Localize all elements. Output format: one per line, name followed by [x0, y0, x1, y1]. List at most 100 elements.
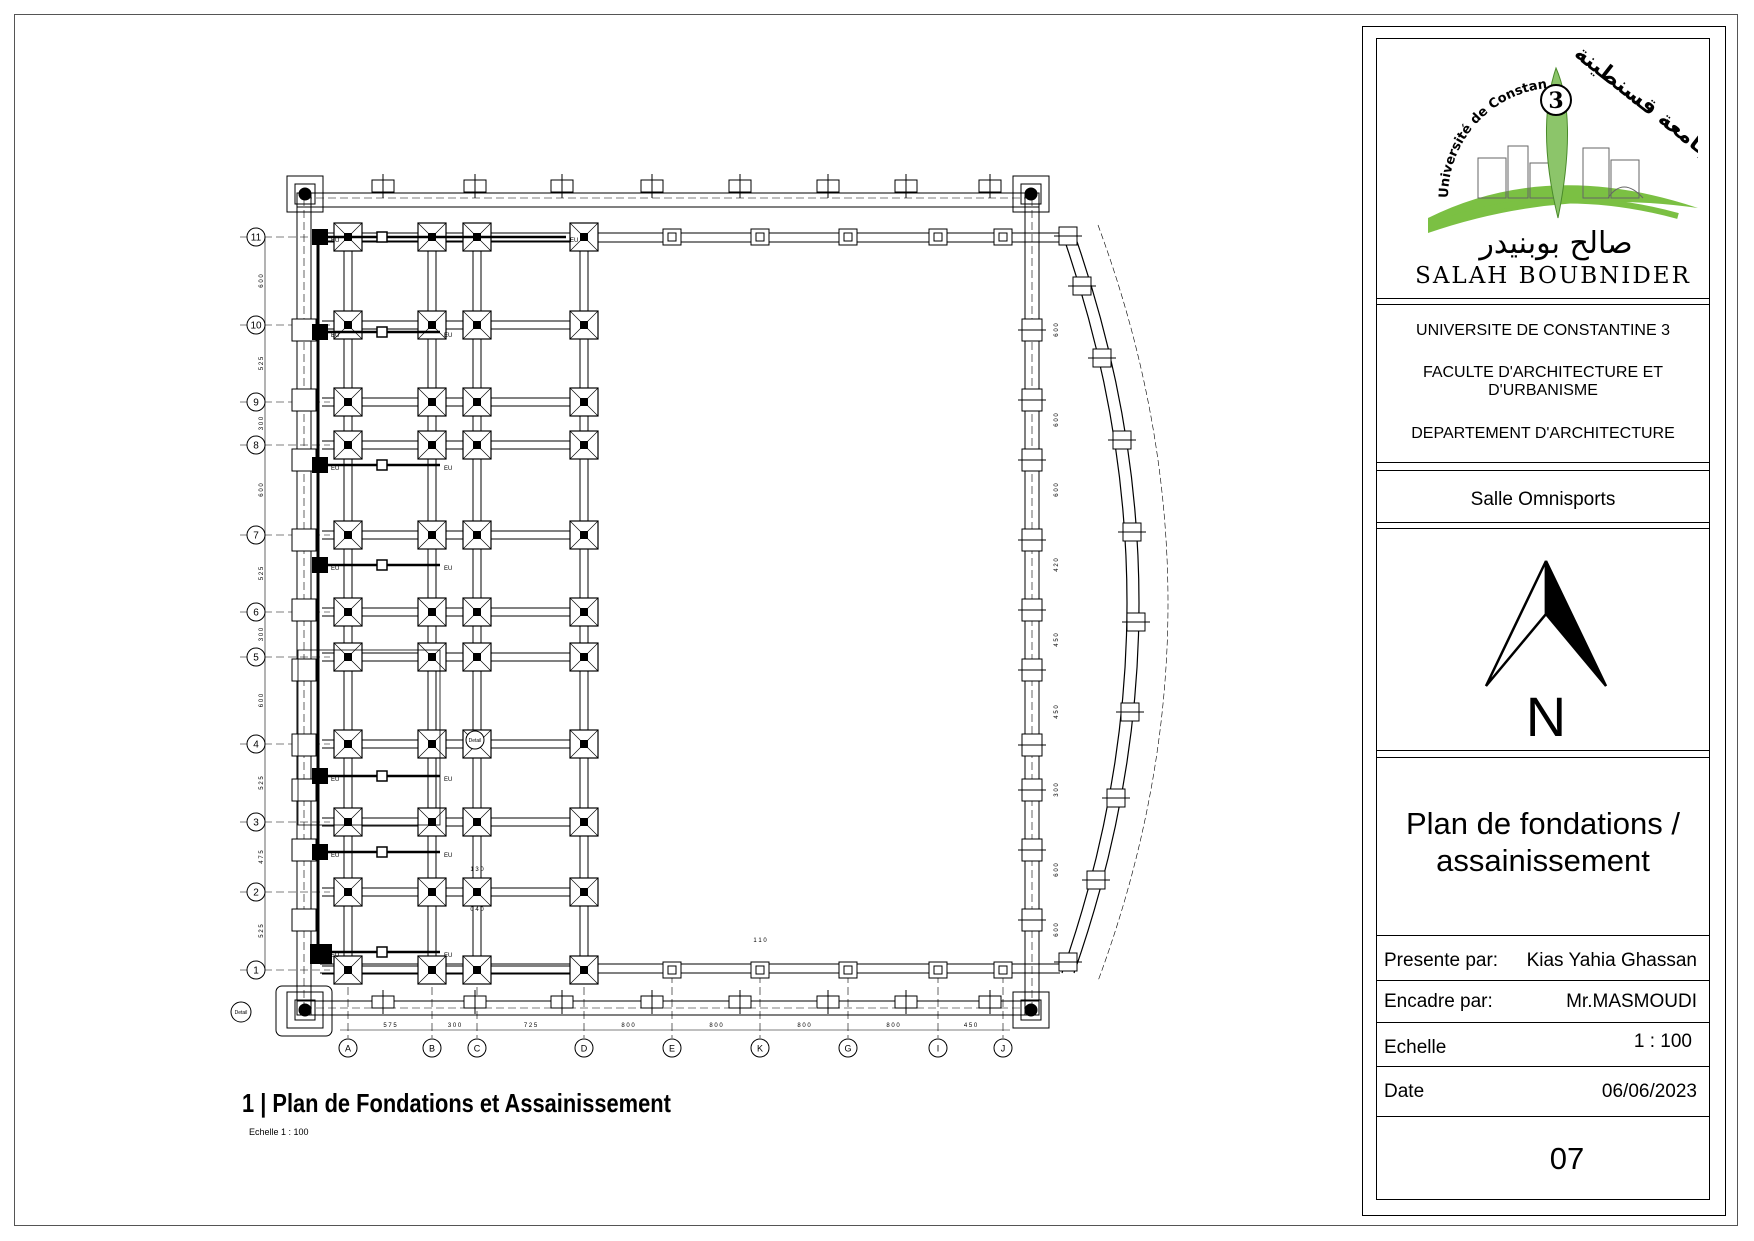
row-axis-label: 5: [253, 653, 259, 664]
row-dimension: 5 2 5: [259, 356, 265, 370]
drain-label: EU: [444, 566, 452, 572]
row-dimension: 3 0 0: [259, 416, 265, 430]
perimeter-beam-top: [296, 192, 1040, 208]
row-axis-label: 11: [251, 233, 262, 244]
row-axis-label: 2: [253, 888, 259, 899]
drain-label: EU: [331, 953, 339, 959]
drain-box: [376, 946, 388, 958]
column-axis-label: G: [844, 1044, 851, 1054]
drain-label: EU: [331, 466, 339, 472]
faculty-line2: D'URBANISME: [1488, 382, 1598, 399]
curved-wall-outer: [1073, 232, 1140, 974]
drawing-title: 1 | Plan de Fondations et Assainissement: [242, 1088, 671, 1118]
detail-frame: [275, 985, 333, 1037]
drain-label: EU: [444, 777, 452, 783]
logo-number: 3: [1548, 88, 1563, 114]
column-axis-label: C: [474, 1044, 481, 1054]
column-dimension: 4 5 0: [964, 1023, 978, 1029]
row-axis-label: 3: [253, 818, 259, 829]
row-axis-label: 7: [253, 531, 259, 542]
corner-footing-tr: [1012, 175, 1050, 213]
project-name: Salle Omnisports: [1470, 489, 1616, 510]
inspection-box: [312, 768, 328, 784]
north-arrow-icon: N: [1484, 560, 1608, 746]
wall-footing: [291, 733, 317, 757]
column-axis-label: K: [757, 1044, 763, 1054]
logo-arabic-top: جامعة قسنطينة: [1569, 48, 1698, 165]
column-axis-label: J: [1001, 1044, 1006, 1054]
column-axis-label: A: [345, 1044, 351, 1054]
column-axis-bubble: [993, 1038, 1013, 1058]
row-dimension: 6 0 0: [259, 693, 265, 707]
main-manhole: [310, 944, 332, 964]
column-axis-bubble: [467, 1038, 487, 1058]
sheet-title-line2: assainissement: [1436, 843, 1650, 878]
drain-box: [376, 231, 388, 243]
column-axis-label: I: [937, 1044, 940, 1054]
wall-footing: [291, 528, 317, 552]
drain-label: EU: [331, 566, 339, 572]
wall-dimension: 6 0 0: [1054, 863, 1060, 877]
wall-dimension: 4 5 0: [1054, 705, 1060, 719]
corner-footing-br: [1012, 991, 1050, 1029]
scale-label: Echelle: [1384, 1037, 1447, 1058]
annex-outline: [297, 649, 441, 826]
column-axis-label: B: [429, 1044, 435, 1054]
row-axis-label: 6: [253, 608, 259, 619]
drain-label: EU: [444, 466, 452, 472]
drain-label: EU: [331, 853, 339, 859]
logo-latin-name: SALAH BOUBNIDER: [1415, 263, 1691, 289]
curved-dimension-line: [1097, 224, 1169, 982]
titleblock-inner: [1376, 38, 1710, 1200]
row-dimension: 3 0 0: [259, 627, 265, 641]
wall-footing: [291, 388, 317, 412]
row-axis-label: 1: [253, 966, 259, 977]
footing-dimension: 0 4 0: [470, 907, 484, 913]
row-dimension: 6 0 0: [259, 274, 265, 288]
north-letter: N: [1526, 685, 1566, 746]
drain-box: [376, 559, 388, 571]
drain-label: EU: [570, 238, 578, 244]
sheet-border: [14, 14, 1738, 1226]
row-dimension: 5 2 5: [259, 566, 265, 580]
footing-dimension: 1 1 0: [753, 938, 767, 944]
drain-label: EU: [331, 777, 339, 783]
detail-bubble: [465, 730, 485, 750]
curved-wall-inner: [1061, 232, 1128, 974]
department-name: DEPARTEMENT D'ARCHITECTURE: [1411, 425, 1675, 442]
column-dimension: 8 0 0: [886, 1023, 900, 1029]
row-axis-label: 9: [253, 398, 259, 409]
drain-box: [376, 326, 388, 338]
corner-footing-tl: [286, 175, 324, 213]
presented-label: Presente par:: [1384, 950, 1499, 971]
detail-tag: Detail: [469, 738, 482, 744]
supervised-value: Mr.MASMOUDI: [1566, 991, 1697, 1012]
wall-footing: [291, 598, 317, 622]
column-axis-bubble: [422, 1038, 442, 1058]
drain-label: EU: [444, 333, 452, 339]
footing-dimension: 1 3 0: [470, 867, 484, 873]
column-dimension: 3 0 0: [448, 1023, 462, 1029]
supervised-label: Encadre par:: [1384, 991, 1493, 1012]
university-logo: 3 Université de Constantine جامعة قسنطين…: [1408, 48, 1698, 289]
drain-box: [376, 846, 388, 858]
drain-label: EU: [331, 238, 339, 244]
date-value: 06/06/2023: [1601, 1081, 1697, 1102]
inspection-box: [312, 844, 328, 860]
column-dimension: 8 0 0: [797, 1023, 811, 1029]
row-axis-label: 10: [250, 321, 262, 332]
faculty-line1: FACULTE D'ARCHITECTURE ET: [1422, 364, 1664, 381]
wall-dimension: 6 0 0: [1054, 413, 1060, 427]
column-axis-bubble: [928, 1038, 948, 1058]
detail-bubble: [230, 1001, 252, 1023]
column-dimension: 5 7 5: [383, 1023, 397, 1029]
date-label: Date: [1384, 1081, 1425, 1102]
column-dimension: 8 0 0: [621, 1023, 635, 1029]
sheet-title-line1: Plan de fondations /: [1405, 806, 1681, 841]
wall-dimension: 3 0 0: [1054, 783, 1060, 797]
titleblock-outer: [1362, 26, 1726, 1216]
row-axis-label: 8: [253, 441, 259, 452]
drawing-scale-note: Echelle 1 : 100: [249, 1127, 309, 1137]
